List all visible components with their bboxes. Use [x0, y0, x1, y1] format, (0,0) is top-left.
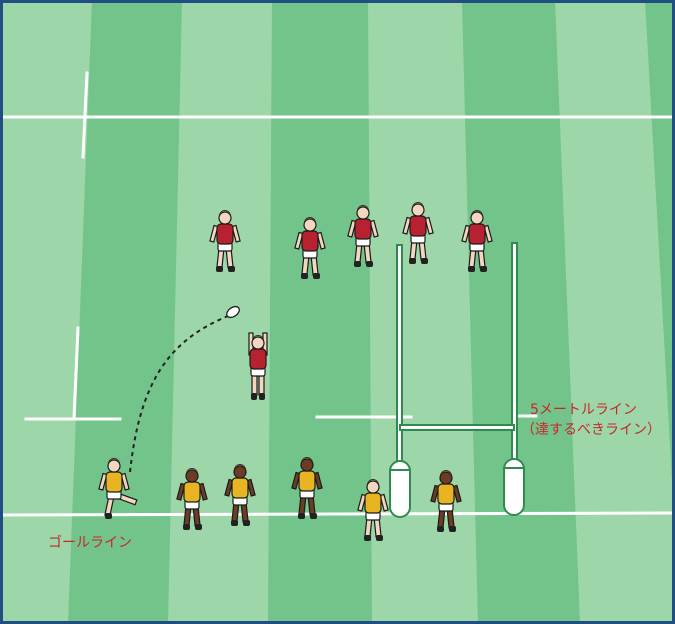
- goal-line: [3, 513, 672, 515]
- pitch-stripe: [168, 0, 272, 624]
- goal-line-label: ゴールライン: [48, 534, 132, 551]
- pitch-stripe: [368, 0, 478, 624]
- target-line-label: （達するべきライン）: [521, 422, 661, 438]
- five-metre-line-label: 5メートルライン: [530, 402, 637, 418]
